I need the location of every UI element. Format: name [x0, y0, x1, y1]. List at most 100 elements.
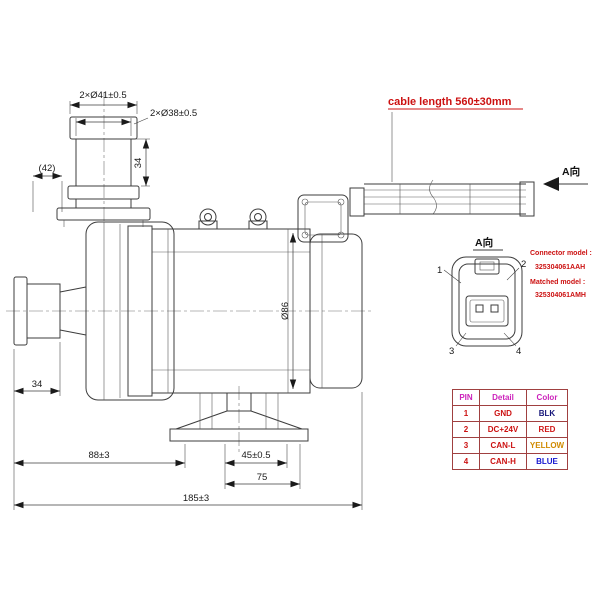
a-view-title: A向 [475, 236, 493, 249]
pin4-callout: 4 [516, 346, 521, 357]
pin4-leader [503, 332, 517, 347]
pin-color: BLK [526, 405, 568, 422]
inlet-pipe [56, 116, 151, 227]
pin-detail: CAN-H [479, 453, 527, 470]
pin-color: BLUE [526, 453, 568, 470]
cable-bundle [364, 179, 535, 217]
pin-color: YELLOW [526, 437, 568, 454]
pump-housing-lines [103, 222, 121, 400]
pin-detail: CAN-L [479, 437, 527, 454]
pin-table-row-3: 3 CAN-L YELLOW [452, 437, 568, 454]
pin2-leader [506, 267, 520, 281]
pin-detail: GND [479, 405, 527, 422]
pin3-callout: 3 [449, 346, 454, 357]
connector-mating-inner [469, 299, 505, 323]
pin1-callout: 1 [437, 265, 442, 276]
bracket-sides [175, 410, 303, 430]
dim-label-total-length: 185±3 [183, 493, 209, 504]
connector-mating-face [465, 295, 509, 327]
pump-housing-outline [85, 221, 175, 401]
connector-outer-shell [451, 256, 523, 347]
cable-break-symbol [429, 179, 437, 215]
mounting-bracket [169, 393, 309, 442]
inlet-neck-lines [75, 199, 132, 208]
lifting-lug-2-base [248, 220, 268, 230]
a-direction-indicator: A向 [543, 165, 588, 191]
ext-top-flange [69, 101, 138, 114]
ext-pipe-dia [75, 118, 132, 136]
dim-label-body-dia: Ø86 [280, 302, 291, 320]
pin-table-row-4: 4 CAN-H BLUE [452, 453, 568, 470]
matched-model-label: Matched model : [530, 279, 585, 286]
dim-label-mount-span: 45±0.5 [242, 450, 271, 461]
dim-label-offset: (42) [39, 163, 56, 174]
inlet-top-flange [69, 116, 138, 140]
dim-label-outlet-length: 34 [32, 379, 43, 390]
connector-plate [297, 187, 365, 243]
motor-section-lines [167, 229, 289, 393]
connector-model-info: Connector model : 325304061AAH Matched m… [530, 250, 592, 299]
cable-annotation: cable length 560±30mm [388, 96, 523, 182]
pump-housing [85, 221, 175, 401]
leader-pipe-dia [133, 117, 149, 125]
dim-label-top-flange-dia: 2×Ø41±0.5 [79, 90, 126, 101]
pin-table: PIN Detail Color 1 GND BLK 2 DC+24V RED … [452, 389, 568, 470]
pin-color: RED [526, 421, 568, 438]
pin-number: 4 [452, 453, 480, 470]
lifting-lug-1-hole [204, 213, 212, 221]
ext-offset [32, 181, 63, 212]
pin-table-header-pin: PIN [452, 389, 480, 406]
pin-number: 2 [452, 421, 480, 438]
pin-table-grid: PIN Detail Color 1 GND BLK 2 DC+24V RED … [452, 389, 568, 470]
inlet-collar [67, 185, 140, 200]
dimension-extension-lines [13, 101, 363, 510]
pin1-leader [443, 269, 462, 284]
outlet-cone-lines [59, 286, 87, 336]
cable-end-connector [519, 181, 535, 217]
connector-model-value: 325304061AAH [535, 264, 585, 271]
lifting-lug-1-base [198, 220, 218, 230]
pin-table-row-2: 2 DC+24V RED [452, 421, 568, 438]
rear-end-cap [309, 233, 363, 389]
lifting-lug-2-hole [254, 213, 262, 221]
dim-label-inlet-height: 34 [133, 158, 144, 169]
pin-number: 1 [452, 405, 480, 422]
outlet-pipe-body [26, 283, 61, 339]
pin-table-header-row: PIN Detail Color [452, 389, 568, 406]
connector-model-label: Connector model : [530, 250, 592, 257]
pin-table-header-color: Color [526, 389, 568, 406]
connector-latch-inner [479, 261, 495, 271]
connector-plate-outline [297, 194, 349, 243]
pin-table-header-detail: Detail [479, 389, 527, 406]
dim-label-pipe-dia: 2×Ø38±0.5 [150, 108, 197, 119]
matched-model-value: 325304061AMH [535, 292, 586, 299]
dimension-labels: 2×Ø41±0.5 2×Ø38±0.5 (42) 34 Ø86 34 88±3 … [32, 90, 291, 504]
cable-wires [364, 189, 526, 205]
connector-latch [474, 258, 500, 275]
connector-inner-shell [458, 263, 516, 340]
cable-ties [399, 184, 471, 214]
rear-cap-outline [309, 233, 363, 389]
base-plate [169, 428, 309, 442]
cable-gland [349, 187, 365, 217]
pin2-callout: 2 [521, 259, 526, 270]
centerlines [6, 92, 372, 452]
dim-label-mount-width: 75 [257, 472, 268, 483]
outlet-pipe [13, 276, 87, 346]
lifting-lug-2 [249, 208, 267, 226]
cable-outline [364, 183, 526, 215]
connector-plate-inner [304, 201, 342, 236]
motor-body [151, 208, 311, 394]
plate-bolt-2 [337, 198, 345, 206]
inlet-base-flange [56, 207, 151, 221]
lifting-lug-1 [199, 208, 217, 226]
dimension-lines [14, 101, 362, 509]
connector-front-view: A向 1 2 3 4 [437, 236, 526, 357]
bracket-hidden-lines [199, 393, 279, 429]
cable-length-label: cable length 560±30mm [388, 96, 512, 108]
dim-label-front-length: 88±3 [88, 450, 109, 461]
pin-number: 3 [452, 437, 480, 454]
a-direction-arrow-icon [543, 177, 559, 191]
plate-bolt-1 [301, 198, 309, 206]
